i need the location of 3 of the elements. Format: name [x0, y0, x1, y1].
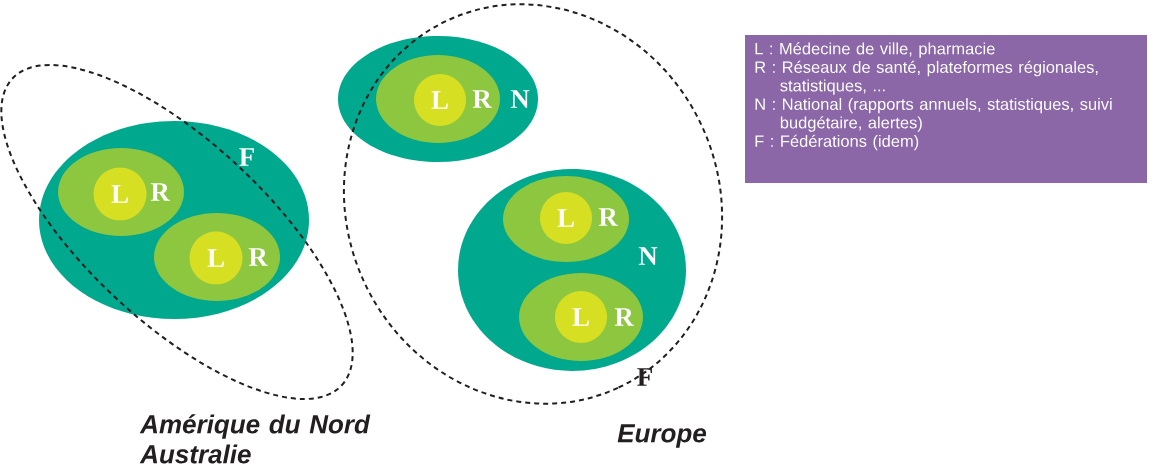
node-label: Amérique du Nord Australie: [139, 414, 371, 464]
legend-box: L : Médecine de ville, pharmacie R : Réseaux de santé, plateformes régionales, statistiques, ... N : National (rapports annuels, statistiques, suivi budgétaire, alertes) F : Fédérations (idem): [745, 35, 1147, 183]
node-label: Europe: [617, 424, 707, 448]
